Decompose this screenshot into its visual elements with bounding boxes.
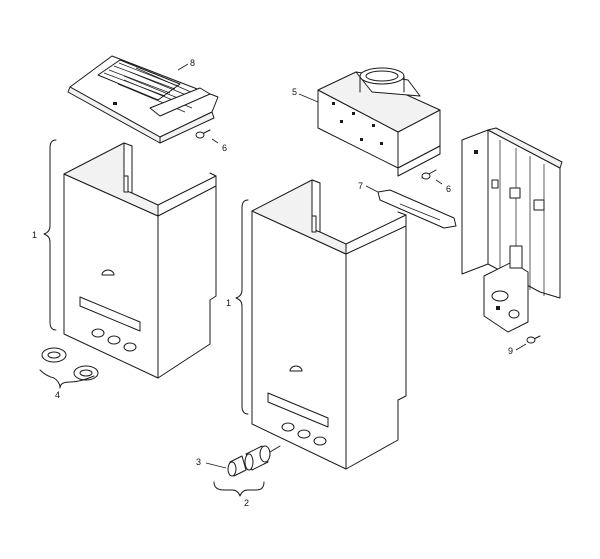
brace-grommets — [39, 369, 95, 389]
callout-9: 9 — [508, 346, 513, 356]
callout-7: 7 — [358, 181, 363, 191]
leader-8 — [177, 63, 189, 71]
leader-9 — [515, 343, 527, 351]
leader-6-mid — [435, 179, 443, 185]
screw-mid — [421, 169, 437, 180]
brace-right — [235, 199, 249, 415]
callout-3: 3 — [196, 457, 201, 467]
callout-5: 5 — [292, 87, 297, 97]
draft-hood — [317, 67, 441, 177]
callout-6-mid: 6 — [446, 184, 451, 194]
brace-connector — [213, 481, 265, 497]
bracket-strip — [377, 189, 457, 229]
callout-1-left: 1 — [32, 230, 37, 240]
housing-left — [63, 142, 217, 379]
leader-3 — [205, 462, 227, 469]
leader-5 — [298, 93, 319, 103]
callout-2: 2 — [244, 498, 249, 508]
back-panel — [461, 127, 563, 333]
callout-4: 4 — [55, 390, 60, 400]
callout-1-right: 1 — [226, 298, 231, 308]
callout-8: 8 — [190, 58, 195, 68]
leader-7 — [365, 185, 379, 193]
leader-6-top — [211, 138, 219, 144]
screw-top — [195, 129, 211, 139]
top-grille — [67, 55, 219, 144]
connector — [227, 445, 281, 477]
brace-left — [43, 139, 57, 331]
screw-bottom — [526, 335, 541, 344]
housing-right — [251, 179, 407, 470]
callout-6-top: 6 — [222, 143, 227, 153]
grommets — [41, 347, 99, 381]
